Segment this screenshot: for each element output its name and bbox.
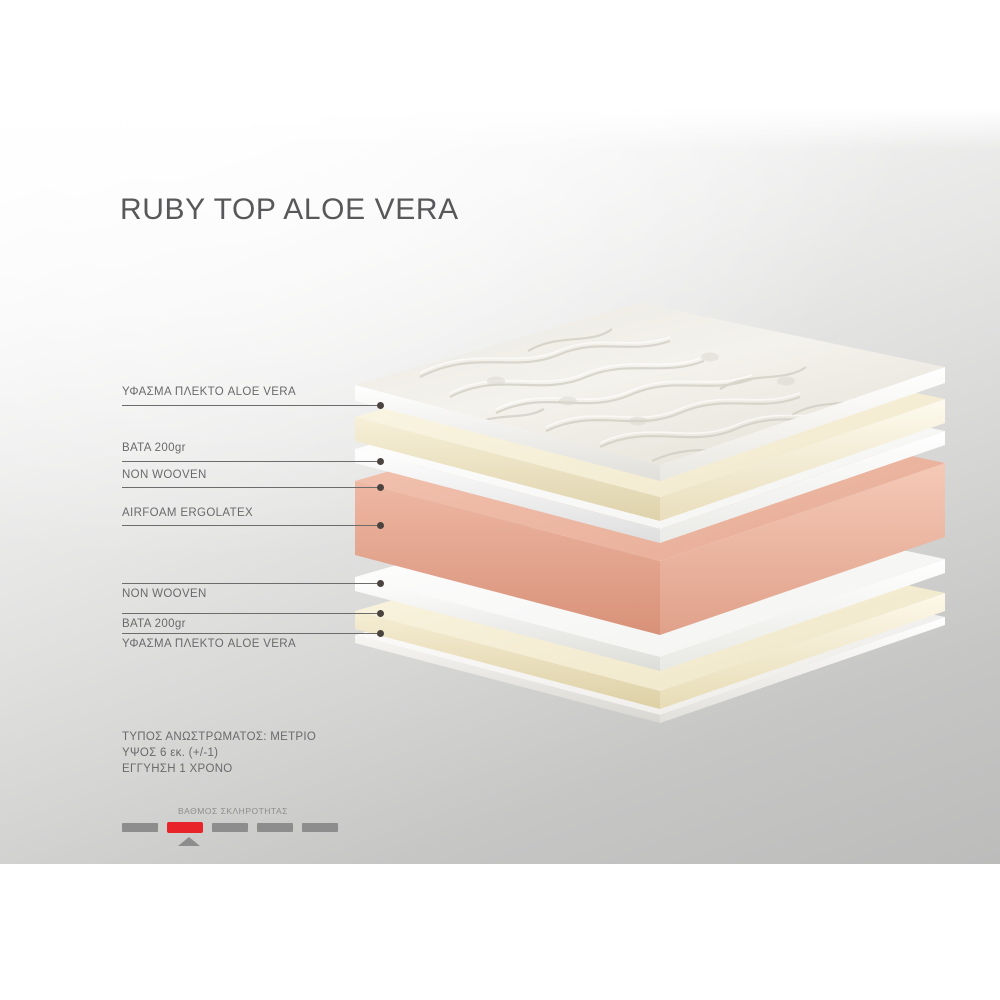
callout-dot (377, 580, 384, 587)
callout-label: ΥΦΑΣΜΑ ΠΛΕΚΤΟ ALOE VERA (122, 638, 296, 650)
callout-label: ΒΑΤΑ 200gr (122, 442, 186, 454)
hardness-scale-bars (122, 822, 338, 833)
callout-leader-line (122, 525, 380, 526)
callout-dot (377, 402, 384, 409)
callout-leader-line (122, 613, 380, 614)
hardness-bar-4 (257, 823, 293, 832)
hardness-bar-1 (122, 823, 158, 832)
callout-leader-line (122, 405, 380, 406)
callout-leader-line (122, 633, 380, 634)
hardness-bar-3 (212, 823, 248, 832)
callout-leader-line (122, 583, 380, 584)
layer-slab-top-quilted-fabric (300, 285, 960, 725)
hardness-scale-title: ΒΑΘΜΟΣ ΣΚΛΗΡΟΤΗΤΑΣ (178, 806, 288, 816)
hardness-selected-marker (178, 837, 200, 846)
callout-label: ΥΦΑΣΜΑ ΠΛΕΚΤΟ ALOE VERA (122, 386, 296, 398)
callout-dot (377, 630, 384, 637)
callout-dot (377, 484, 384, 491)
callout-dot (377, 458, 384, 465)
callout-leader-line (122, 461, 380, 462)
callout-label: ΒΑΤΑ 200gr (122, 618, 186, 630)
callout-leader-line (122, 487, 380, 488)
mattress-layer-stack (300, 285, 960, 725)
background-top-fade (0, 0, 1000, 150)
spec-height: ΥΨΟΣ 6 εκ. (+/-1) (122, 747, 219, 759)
hardness-bar-2 (167, 822, 203, 833)
hardness-bar-5 (302, 823, 338, 832)
callout-label: AIRFOAM ERGOLATEX (122, 507, 253, 519)
callout-dot (377, 610, 384, 617)
callout-label: NON WOOVEN (122, 469, 207, 481)
callout-label: NON WOOVEN (122, 588, 207, 600)
specifications-block: ΤΥΠΟΣ ΑΝΩΣΤΡΩΜΑΤΟΣ: ΜΕΤΡΙΟ ΥΨΟΣ 6 εκ. (+… (122, 729, 316, 777)
spec-type: ΤΥΠΟΣ ΑΝΩΣΤΡΩΜΑΤΟΣ: ΜΕΤΡΙΟ (122, 731, 317, 743)
page-title: RUBY TOP ALOE VERA (120, 193, 459, 226)
spec-warranty: ΕΓΓΥΗΣΗ 1 ΧΡΟΝΟ (122, 763, 233, 775)
callout-dot (377, 522, 384, 529)
